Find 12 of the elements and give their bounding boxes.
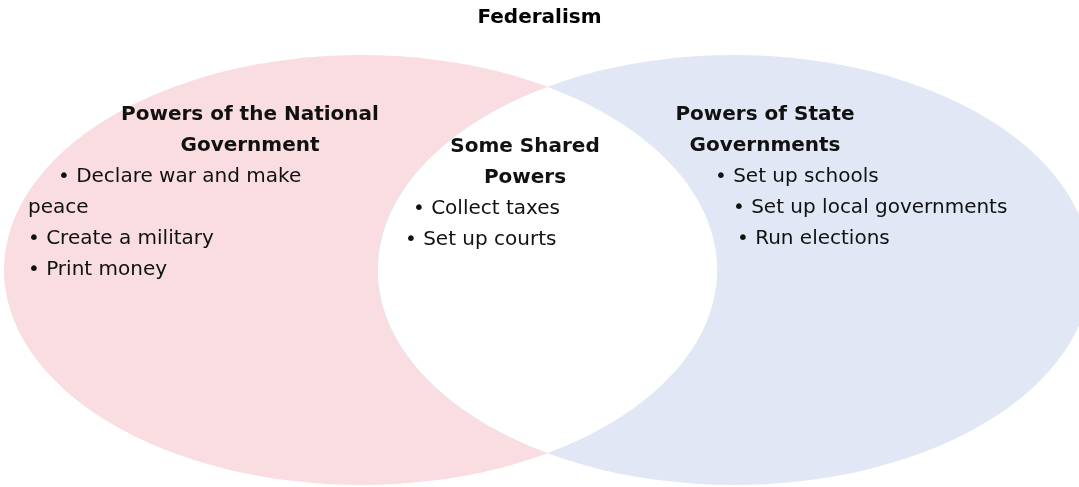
region-heading: Powers of the National Government	[120, 100, 380, 158]
list-item: • Print money	[28, 255, 169, 282]
list-item: • Run elections	[736, 224, 891, 251]
diagram-title: Federalism	[476, 4, 603, 28]
region-heading: Powers of State Governments	[674, 100, 856, 158]
list-item: • Set up courts	[405, 225, 558, 252]
list-item: • Create a military	[28, 224, 215, 251]
region-heading: Some Shared Powers	[449, 132, 601, 190]
list-item: • Declare war and make peace	[28, 162, 303, 220]
list-item: • Set up schools	[715, 162, 880, 189]
list-item: • Set up local governments	[732, 193, 1009, 220]
list-item: • Collect taxes	[412, 194, 561, 221]
